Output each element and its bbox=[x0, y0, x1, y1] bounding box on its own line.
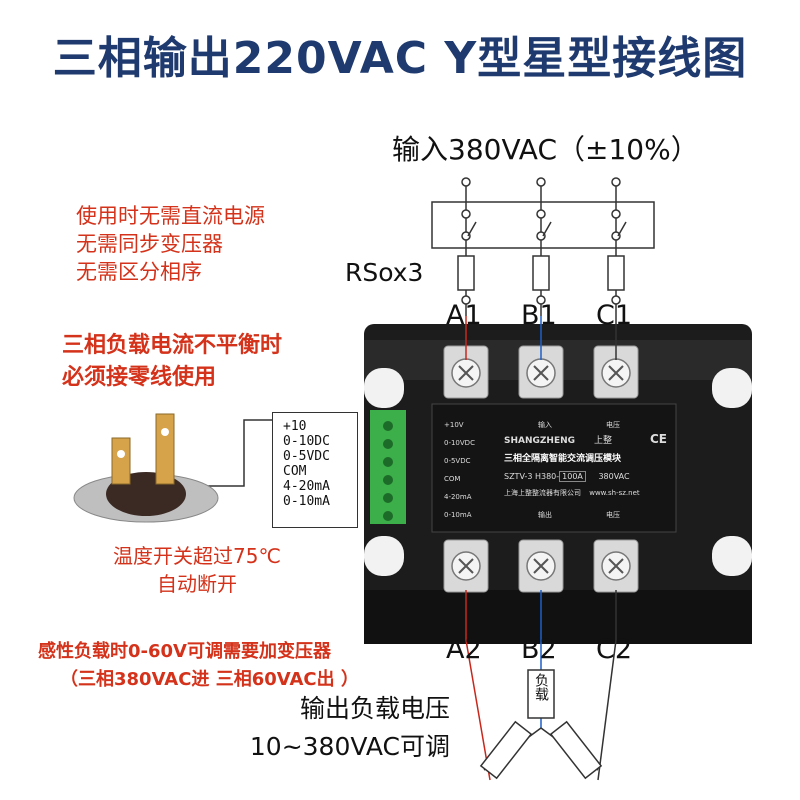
note-line: 三相负载电流不平衡时 bbox=[62, 333, 283, 358]
module-input-text: 输入 bbox=[538, 421, 552, 429]
module-current: 100A bbox=[559, 471, 586, 482]
note-line: 使用时无需直流电源 bbox=[76, 204, 265, 228]
terminal-label: 0-10VDC bbox=[444, 439, 475, 447]
note-line: 感性负载时0-60V可调需要加变压器 bbox=[38, 641, 331, 662]
phase-label-a1: A1 bbox=[446, 300, 482, 331]
module-voltage: 380VAC bbox=[598, 472, 630, 481]
fuse-label: RSox3 bbox=[345, 258, 424, 287]
module-voltage-text: 电压 bbox=[606, 421, 620, 429]
ce-mark: CE bbox=[650, 432, 668, 446]
neutral-warning: 三相负载电流不平衡时 必须接零线使用 bbox=[62, 330, 282, 394]
phase-label-b2: B2 bbox=[521, 634, 557, 665]
module-brand-cn: 上整 bbox=[594, 436, 613, 446]
module-website: www.sh-sz.net bbox=[589, 489, 640, 497]
usage-notes: 使用时无需直流电源 无需同步变压器 无需区分相序 bbox=[76, 202, 265, 286]
signal-option: +10 bbox=[283, 419, 307, 434]
control-signal-box: +10 0-10DC 0-5VDC COM 4-20mA 0-10mA bbox=[272, 412, 358, 528]
terminal-label: 0-5VDC bbox=[444, 457, 471, 465]
signal-option: COM bbox=[283, 464, 307, 479]
module-name: 三相全隔离智能交流调压模块 bbox=[504, 454, 622, 464]
signal-option: 0-10DC bbox=[283, 434, 330, 449]
caption-line: 输出负载电压 bbox=[299, 694, 450, 723]
signal-option: 0-10mA bbox=[283, 494, 330, 509]
diagram-title: 三相输出220VAC Y型星型接线图 bbox=[52, 33, 748, 84]
phase-label-c2: C2 bbox=[596, 634, 633, 665]
note-line: 无需区分相序 bbox=[76, 260, 202, 284]
terminal-label: +10V bbox=[444, 421, 464, 429]
module-model: SZTV-3 H380-100A 380VAC bbox=[504, 471, 630, 482]
thermostat-switch-image bbox=[73, 413, 219, 523]
module-output-text: 输出 bbox=[538, 511, 552, 519]
input-voltage-label: 输入380VAC（±10%） bbox=[392, 133, 699, 166]
phase-label-c1: C1 bbox=[596, 300, 633, 331]
note-line: （三相380VAC进 三相60VAC出 ） bbox=[60, 669, 359, 690]
caption-line: 自动断开 bbox=[157, 572, 237, 596]
note-line: 无需同步变压器 bbox=[76, 232, 223, 256]
load-label: 负载 bbox=[533, 673, 549, 701]
inductive-load-note: 感性负载时0-60V可调需要加变压器 （三相380VAC进 三相60VAC出 ） bbox=[38, 638, 359, 694]
module-maker: 上海上整整流器有限公司 www.sh-sz.net bbox=[504, 488, 640, 498]
phase-label-b1: B1 bbox=[521, 300, 557, 331]
input-switch-group bbox=[431, 177, 655, 316]
caption-line: 10~380VAC可调 bbox=[249, 732, 450, 761]
thermostat-caption: 温度开关超过75℃ 自动断开 bbox=[82, 542, 312, 598]
module-voltage-text-bottom: 电压 bbox=[606, 511, 620, 519]
ac-regulator-module bbox=[364, 316, 752, 644]
phase-label-a2: A2 bbox=[446, 634, 482, 665]
terminal-label: 0-10mA bbox=[444, 511, 472, 519]
module-brand: SHANGZHENG bbox=[504, 436, 576, 446]
note-line: 必须接零线使用 bbox=[62, 365, 217, 390]
module-model-code: SZTV-3 H380- bbox=[504, 472, 560, 481]
module-nameplate: +10V 0-10VDC 0-5VDC COM 4-20mA 0-10mA 输入… bbox=[438, 406, 674, 530]
signal-option: 4-20mA bbox=[283, 479, 330, 494]
terminal-label: 4-20mA bbox=[444, 493, 472, 501]
caption-line: 温度开关超过75℃ bbox=[113, 544, 281, 568]
signal-option: 0-5VDC bbox=[283, 449, 330, 464]
terminal-label: COM bbox=[444, 475, 461, 483]
output-voltage-caption: 输出负载电压 10~380VAC可调 bbox=[210, 690, 450, 766]
module-maker-name: 上海上整整流器有限公司 bbox=[504, 489, 581, 497]
